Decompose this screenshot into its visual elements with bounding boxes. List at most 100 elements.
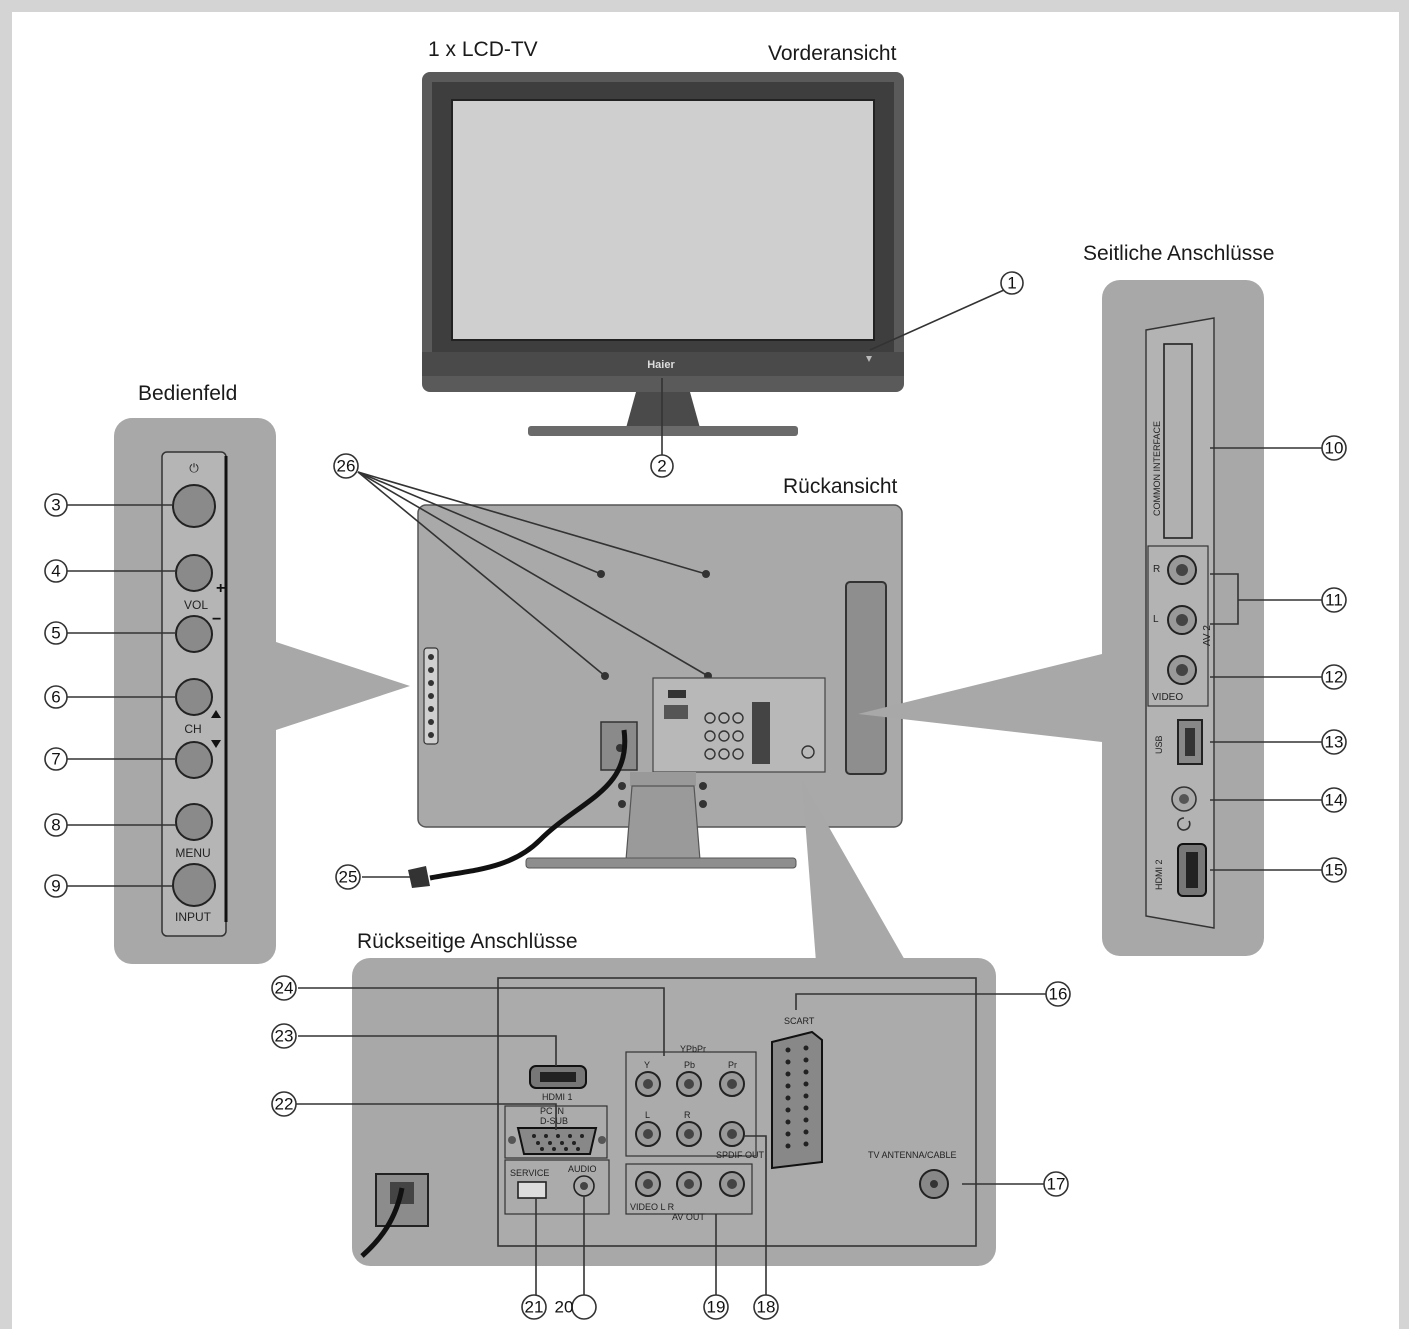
control-panel-heading: Bedienfeld <box>138 382 237 405</box>
callout-10: 10 <box>1321 435 1347 461</box>
svg-text:18: 18 <box>757 1298 776 1317</box>
tv-front-view: Haier <box>422 72 904 436</box>
svg-text:22: 22 <box>275 1095 294 1114</box>
tv-bottom-strip <box>422 352 904 376</box>
input-button[interactable] <box>172 863 216 907</box>
callout-23: 23 <box>271 1023 297 1049</box>
av-out-r-jack[interactable] <box>719 1171 745 1197</box>
callout-8: 8 <box>44 813 68 837</box>
svg-text:10: 10 <box>1325 439 1344 458</box>
callout-25: 25 <box>335 864 361 890</box>
vol-minus-symbol: − <box>212 611 221 628</box>
svg-text:13: 13 <box>1325 733 1344 752</box>
svg-text:8: 8 <box>51 816 60 835</box>
ypbpr-audio-r-jack[interactable] <box>676 1121 702 1147</box>
ch-up-button[interactable] <box>175 678 213 716</box>
av2-audio-r-jack[interactable] <box>1167 555 1197 585</box>
rear-power-cable <box>360 1187 405 1258</box>
av-out-video-lr-label: VIDEO L R <box>630 1202 675 1212</box>
rear-ports-heading: Rückseitige Anschlüsse <box>357 930 578 953</box>
hdmi2-label: HDMI 2 <box>1154 859 1164 890</box>
svg-text:23: 23 <box>275 1027 294 1046</box>
svg-text:14: 14 <box>1325 791 1344 810</box>
av2-audio-l-jack[interactable] <box>1167 605 1197 635</box>
ch-up-arrow-icon <box>211 710 221 718</box>
vol-down-button[interactable] <box>175 615 213 653</box>
vga-port[interactable] <box>508 1127 606 1155</box>
tv-antenna-label: TV ANTENNA/CABLE <box>868 1150 957 1160</box>
spdif-out-jack[interactable] <box>719 1121 745 1147</box>
av2-video-jack[interactable] <box>1167 655 1197 685</box>
callout-6: 6 <box>44 685 68 709</box>
menu-button[interactable] <box>175 803 213 841</box>
ypbpr-pr-label: Pr <box>728 1060 737 1070</box>
svg-text:17: 17 <box>1047 1175 1066 1194</box>
svg-text:16: 16 <box>1049 985 1068 1004</box>
callout-7: 7 <box>44 747 68 771</box>
tv-title: 1 x LCD-TV <box>428 38 538 61</box>
callout-12: 12 <box>1321 664 1347 690</box>
callout-3: 3 <box>44 493 68 517</box>
av2-l-label: L <box>1153 614 1159 625</box>
svg-text:5: 5 <box>51 624 60 643</box>
vol-label: VOL <box>184 598 208 612</box>
ch-label: CH <box>184 722 201 736</box>
leader-lines <box>66 289 1322 1296</box>
svg-text:26: 26 <box>337 457 356 476</box>
ypbpr-y-jack[interactable] <box>635 1071 661 1097</box>
scart-port[interactable] <box>771 1030 823 1170</box>
ypbpr-y-label: Y <box>644 1060 650 1070</box>
rear-panel-pointer <box>802 780 906 962</box>
power-cable <box>429 729 628 881</box>
rear-ports-panel: HDMI 1 PC IN D-SUB SERVICE AUDIO YPbPr Y… <box>352 780 996 1266</box>
headphone-jack[interactable] <box>1171 786 1197 812</box>
hdmi2-port[interactable] <box>1177 843 1207 897</box>
side-panel-pointer <box>858 654 1102 742</box>
callout-17: 17 <box>1043 1171 1069 1197</box>
ch-down-arrow-icon <box>211 740 221 748</box>
ypbpr-pb-jack[interactable] <box>676 1071 702 1097</box>
svg-text:12: 12 <box>1325 668 1344 687</box>
svg-text:19: 19 <box>707 1298 726 1317</box>
service-audio-box <box>504 1159 610 1215</box>
callout-19: 19 <box>703 1294 729 1320</box>
ypbpr-audio-l-jack[interactable] <box>635 1121 661 1147</box>
svg-text:24: 24 <box>275 979 294 998</box>
callout-13: 13 <box>1321 729 1347 755</box>
callout-26: 26 <box>333 453 359 479</box>
callout-22: 22 <box>271 1091 297 1117</box>
diagram-stage: 1 x LCD-TV Vorderansicht Seitliche Ansch… <box>12 12 1399 1329</box>
tv-antenna-port[interactable] <box>919 1169 949 1199</box>
callout-1: 1 <box>1000 271 1024 295</box>
svg-text:2: 2 <box>657 457 666 476</box>
spdif-out-label: SPDIF OUT <box>716 1150 765 1160</box>
svg-text:4: 4 <box>51 562 60 581</box>
usb-label: USB <box>1154 735 1164 754</box>
callout-21: 21 <box>521 1294 547 1320</box>
tv-connections-diagram: 1 x LCD-TV Vorderansicht Seitliche Ansch… <box>44 38 1347 1320</box>
ypbpr-pr-jack[interactable] <box>719 1071 745 1097</box>
pc-audio-jack[interactable] <box>573 1175 595 1197</box>
common-interface-label: COMMON INTERFACE <box>1152 421 1162 516</box>
front-view-heading: Vorderansicht <box>768 42 897 65</box>
svg-text:20: 20 <box>555 1298 574 1317</box>
callout-20: 20 <box>555 1294 597 1320</box>
pc-in-label: PC IN <box>540 1106 564 1116</box>
callout-4: 4 <box>44 559 68 583</box>
svg-text:6: 6 <box>51 688 60 707</box>
callout-5: 5 <box>44 621 68 645</box>
hdmi1-port[interactable] <box>529 1065 587 1089</box>
ch-down-button[interactable] <box>175 741 213 779</box>
callout-2: 2 <box>650 454 674 478</box>
rear-view-heading: Rückansicht <box>783 475 898 498</box>
av-out-l-jack[interactable] <box>676 1171 702 1197</box>
power-button[interactable] <box>172 484 216 528</box>
callout-11: 11 <box>1321 587 1347 613</box>
callout-16: 16 <box>1045 981 1071 1007</box>
vol-up-button[interactable] <box>175 554 213 592</box>
service-port[interactable] <box>517 1181 547 1199</box>
callout-18: 18 <box>753 1294 779 1320</box>
vol-plus-symbol: + <box>216 580 225 597</box>
av-out-video-jack[interactable] <box>635 1171 661 1197</box>
common-interface-slot[interactable] <box>1163 343 1193 539</box>
